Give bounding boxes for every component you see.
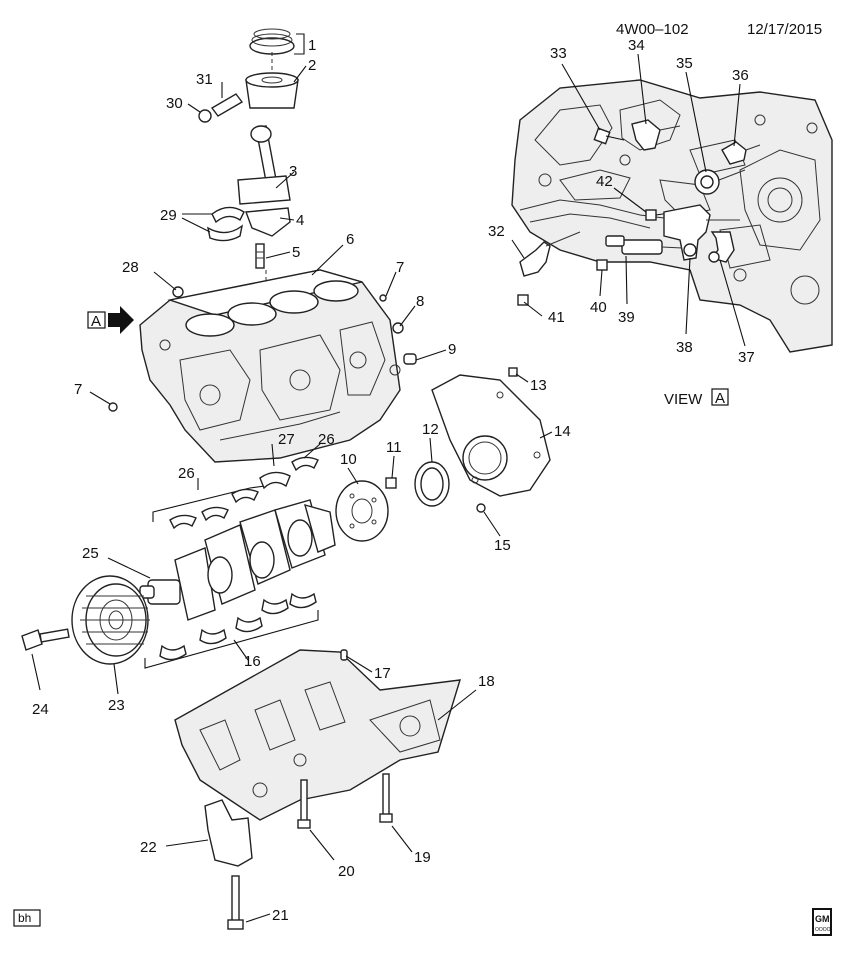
callout-32: 32	[488, 223, 505, 240]
callout-25: 25	[82, 545, 99, 562]
gm-logo: GM OOOO	[812, 908, 832, 936]
callout-20: 20	[338, 863, 355, 880]
callout-9: 9	[448, 341, 456, 358]
callout-5: 5	[292, 244, 300, 261]
view-arrow-letter: A	[91, 313, 101, 330]
callout-13: 13	[530, 377, 547, 394]
callout-6: 6	[346, 231, 354, 248]
callout-10: 10	[340, 451, 357, 468]
callout-36: 36	[732, 67, 749, 84]
callout-27: 27	[278, 431, 295, 448]
lower-main-bearings	[144, 592, 319, 669]
callout-41: 41	[548, 309, 565, 326]
footer-initials-box: bh	[13, 909, 41, 927]
callout-7b: 7	[74, 381, 82, 398]
callout-15: 15	[494, 537, 511, 554]
footer-initials: bh	[18, 911, 31, 925]
callout-39: 39	[618, 309, 635, 326]
view-a-caption: VIEW A	[664, 388, 729, 408]
callout-31: 31	[196, 71, 213, 88]
view-a-components	[517, 119, 761, 306]
upper-main-bearings	[152, 456, 319, 530]
callout-4: 4	[296, 212, 304, 229]
callout-29: 29	[160, 207, 177, 224]
diagram-date: 12/17/2015	[747, 21, 822, 38]
support-bracket	[204, 799, 253, 930]
callout-11: 11	[386, 439, 402, 456]
callout-7a: 7	[396, 259, 404, 276]
callout-33: 33	[550, 45, 567, 62]
callout-labels: 1 2 3 4 5 6 7 7 8 9 10 11 12 13 14 15 16…	[32, 37, 755, 924]
callout-23: 23	[108, 697, 125, 714]
callout-22: 22	[140, 839, 157, 856]
callout-24: 24	[32, 701, 49, 718]
rear-cover	[414, 367, 551, 513]
callout-34: 34	[628, 37, 645, 54]
flexplate	[335, 477, 397, 542]
callout-35: 35	[676, 55, 693, 72]
view-letter: A	[715, 390, 725, 407]
diagram-id: 4W00–102	[616, 21, 689, 38]
callout-18: 18	[478, 673, 495, 690]
callout-14: 14	[554, 423, 571, 440]
piston-assembly	[198, 28, 299, 290]
callout-42: 42	[596, 173, 613, 190]
callout-3: 3	[289, 163, 297, 180]
callout-19: 19	[414, 849, 431, 866]
callout-26b: 26	[178, 465, 195, 482]
callout-38: 38	[676, 339, 693, 356]
callout-1: 1	[308, 37, 316, 54]
callout-8: 8	[416, 293, 424, 310]
lower-crankcase	[174, 649, 461, 829]
callout-28: 28	[122, 259, 139, 276]
crank-balancer	[21, 575, 150, 665]
view-a-arrow: A	[87, 306, 134, 334]
callout-26a: 26	[318, 431, 335, 448]
callout-16: 16	[244, 653, 261, 670]
callout-12: 12	[422, 421, 439, 438]
leader-lines	[31, 33, 746, 923]
view-label: VIEW	[664, 391, 703, 408]
callout-30: 30	[166, 95, 183, 112]
cylinder-block	[108, 269, 417, 463]
callout-17: 17	[374, 665, 391, 682]
gm-logo-subtext: OOOO	[815, 927, 831, 933]
callout-2: 2	[308, 57, 316, 74]
callout-40: 40	[590, 299, 607, 316]
crankshaft	[139, 499, 336, 621]
gm-logo-text: GM	[815, 914, 830, 924]
callout-37: 37	[738, 349, 755, 366]
callout-21: 21	[272, 907, 289, 924]
